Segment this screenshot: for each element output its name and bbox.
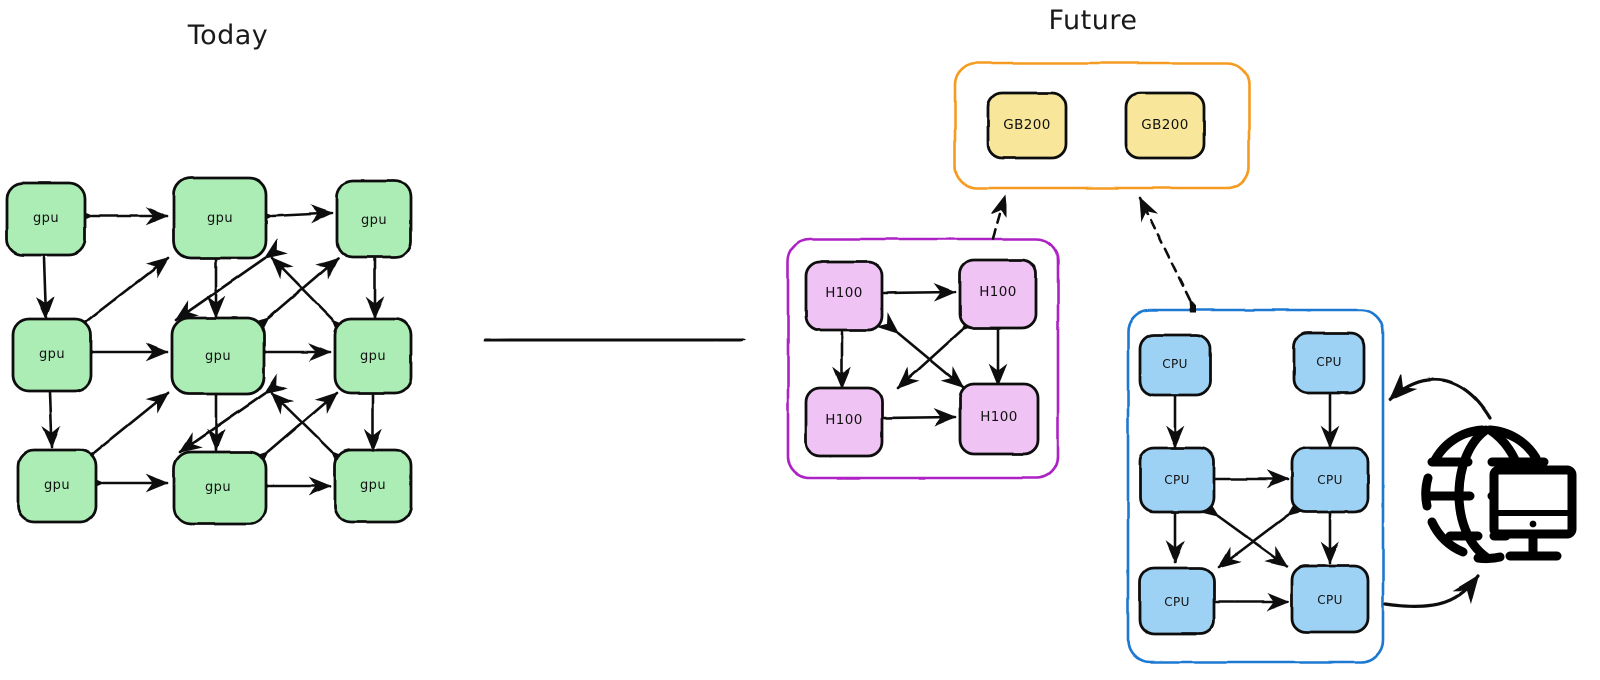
cpu-node-label: CPU bbox=[1164, 473, 1190, 487]
cpu-node: CPU bbox=[1138, 333, 1212, 397]
gb200-cpu-link bbox=[1138, 196, 1209, 324]
gb200-node-label: GB200 bbox=[1141, 117, 1189, 133]
gb200-node-box bbox=[986, 91, 1068, 160]
cpu-node-box bbox=[1290, 446, 1370, 514]
gpu-link bbox=[174, 238, 288, 322]
gpu-mesh-links bbox=[33, 204, 385, 496]
cpu-mesh-links bbox=[1165, 373, 1340, 612]
gpu-node-label: gpu bbox=[39, 347, 65, 362]
gb200-cpu-dashed-arrow bbox=[1138, 196, 1209, 324]
page-title-future: Future bbox=[1049, 5, 1138, 36]
gpu-link bbox=[270, 391, 354, 474]
cpu-node-label: CPU bbox=[1316, 355, 1342, 369]
gpu-node: gpu bbox=[11, 317, 93, 393]
gpu-link bbox=[65, 256, 170, 341]
today-gpu-mesh-cluster: gpu gpu gpu gpu gpu gpu bbox=[5, 176, 413, 526]
gpu-node-box bbox=[335, 179, 413, 259]
gpu-node-label: gpu bbox=[361, 213, 387, 228]
cpu-node-label: CPU bbox=[1317, 473, 1343, 487]
gb200-node-box bbox=[1124, 91, 1206, 160]
gpu-node: gpu bbox=[172, 176, 268, 260]
h100-group: H100 H100 H100 H100 bbox=[786, 237, 1060, 480]
h100-node-box bbox=[804, 260, 884, 332]
gpu-node: gpu bbox=[333, 317, 413, 395]
gpu-node-box bbox=[172, 176, 268, 260]
cpu-node: CPU bbox=[1138, 566, 1216, 636]
h100-node-box bbox=[804, 386, 884, 458]
cpu-node: CPU bbox=[1138, 446, 1216, 514]
gpu-node: gpu bbox=[16, 448, 98, 524]
gpu-link bbox=[178, 373, 288, 454]
h100-node: H100 bbox=[958, 382, 1040, 456]
gpu-node-label: gpu bbox=[360, 349, 386, 364]
internet-to-cpu-arrow bbox=[1388, 372, 1492, 420]
cpu-node: CPU bbox=[1292, 331, 1366, 395]
h100-node: H100 bbox=[804, 386, 884, 458]
gpu-node-label: gpu bbox=[207, 211, 233, 226]
gpu-node-label: gpu bbox=[205, 349, 231, 364]
globe-monitor-icon bbox=[1383, 372, 1577, 609]
h100-node-label: H100 bbox=[979, 284, 1017, 300]
cpu-node: CPU bbox=[1290, 564, 1370, 634]
gpu-node: gpu bbox=[5, 181, 87, 257]
h100-node-label: H100 bbox=[825, 412, 863, 428]
gpu-link bbox=[39, 370, 61, 449]
h100-node-box bbox=[958, 382, 1040, 456]
gpu-node: gpu bbox=[170, 316, 266, 396]
h100-node-box bbox=[958, 258, 1038, 330]
gb200-group: GB200 GB200 bbox=[953, 61, 1251, 190]
h100-to-gb200-dashed-arrow bbox=[989, 194, 1008, 240]
gpu-node-box bbox=[172, 450, 268, 526]
gpu-link bbox=[72, 391, 170, 473]
cpu-node-box bbox=[1138, 566, 1216, 636]
cpu-node-box bbox=[1138, 333, 1212, 397]
gpu-node-label: gpu bbox=[205, 480, 231, 495]
cpu-node-label: CPU bbox=[1162, 357, 1188, 371]
cpu-to-internet-arrow bbox=[1383, 574, 1480, 609]
gpu-node-label: gpu bbox=[44, 478, 70, 493]
cpu-node-label: CPU bbox=[1317, 593, 1343, 607]
gpu-link bbox=[270, 256, 355, 342]
cpu-node-box bbox=[1138, 446, 1216, 514]
h100-node: H100 bbox=[958, 258, 1038, 330]
gpu-node-box bbox=[11, 317, 93, 393]
h100-link bbox=[862, 407, 957, 428]
gpu-node-box bbox=[333, 448, 413, 524]
gpu-link bbox=[250, 204, 334, 227]
h100-node-label: H100 bbox=[980, 409, 1018, 425]
gb200-node-label: GB200 bbox=[1003, 117, 1051, 133]
h100-link bbox=[862, 282, 957, 303]
cpu-internet-link bbox=[1383, 372, 1492, 609]
gb200-node: GB200 bbox=[986, 91, 1068, 160]
cpu-node-box bbox=[1292, 331, 1366, 395]
cpu-node-box bbox=[1290, 564, 1370, 634]
gb200-node: GB200 bbox=[1124, 91, 1206, 160]
monitor-icon bbox=[1489, 465, 1577, 561]
monitor-power-dot bbox=[1529, 520, 1537, 528]
cpu-link bbox=[1217, 494, 1311, 569]
h100-node-label: H100 bbox=[825, 285, 863, 301]
gpu-node: gpu bbox=[172, 450, 268, 526]
cpu-node-label: CPU bbox=[1164, 595, 1190, 609]
gpu-node-box bbox=[5, 181, 87, 257]
gpu-link bbox=[33, 236, 55, 320]
cpu-node: CPU bbox=[1290, 446, 1370, 514]
gpu-node-box bbox=[170, 316, 266, 396]
gpu-node-label: gpu bbox=[360, 478, 386, 493]
transition-arrow-line bbox=[483, 322, 747, 356]
h100-to-gb200-link bbox=[989, 194, 1008, 240]
gpu-node: gpu bbox=[335, 179, 413, 259]
h100-link bbox=[896, 308, 985, 390]
gpu-node-box bbox=[16, 448, 98, 524]
cpu-group: CPU CPU CPU CPU CPU CPU bbox=[1126, 308, 1385, 664]
h100-mesh-links bbox=[832, 282, 1008, 428]
h100-node: H100 bbox=[804, 260, 884, 332]
gpu-node-box bbox=[333, 317, 413, 395]
page-title-today: Today bbox=[187, 20, 269, 51]
today-to-future-arrow bbox=[483, 322, 747, 356]
gpu-node-label: gpu bbox=[33, 211, 59, 226]
gpu-node: gpu bbox=[333, 448, 413, 524]
